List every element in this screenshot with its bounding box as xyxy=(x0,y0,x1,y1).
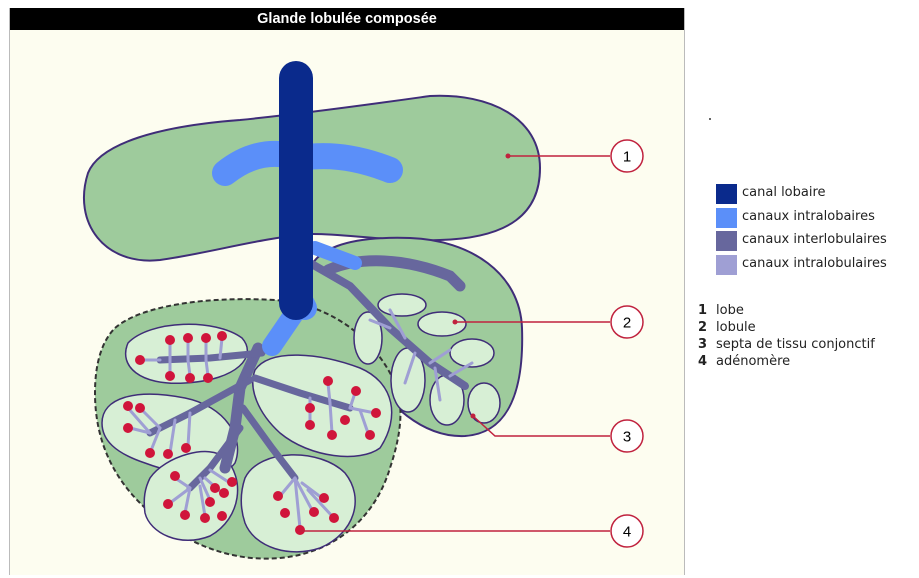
key-label: septa de tissu conjonctif xyxy=(716,337,875,352)
legend-label-canaux-interlobulaires: canaux interlobulaires xyxy=(742,232,887,247)
svg-text:2: 2 xyxy=(623,315,631,332)
swatch-canaux-interlobulaires xyxy=(716,231,737,251)
swatch-canaux-intralobaires xyxy=(716,208,737,228)
diagram-figure: Glande lobulée composée xyxy=(9,8,685,575)
svg-text:4: 4 xyxy=(623,524,631,541)
gland-diagram: 1 2 3 4 xyxy=(10,8,684,575)
legend-label-canaux-intralobulaires: canaux intralobulaires xyxy=(742,256,887,271)
svg-text:1: 1 xyxy=(623,149,631,166)
swatch-canaux-intralobulaires xyxy=(716,255,737,275)
legend-label-canal-lobaire: canal lobaire xyxy=(742,185,826,200)
key-number: 4 xyxy=(698,354,707,369)
svg-text:3: 3 xyxy=(623,429,631,446)
swatch-canal-lobaire xyxy=(716,184,737,204)
key-label: adénomère xyxy=(716,354,790,369)
key-number: 2 xyxy=(698,320,707,335)
legend-label-canaux-intralobaires: canaux intralobaires xyxy=(742,209,875,224)
key-number: 3 xyxy=(698,337,707,352)
key-label: lobe xyxy=(716,303,744,318)
key-label: lobule xyxy=(716,320,756,335)
key-number: 1 xyxy=(698,303,707,318)
stray-dot xyxy=(709,118,711,120)
